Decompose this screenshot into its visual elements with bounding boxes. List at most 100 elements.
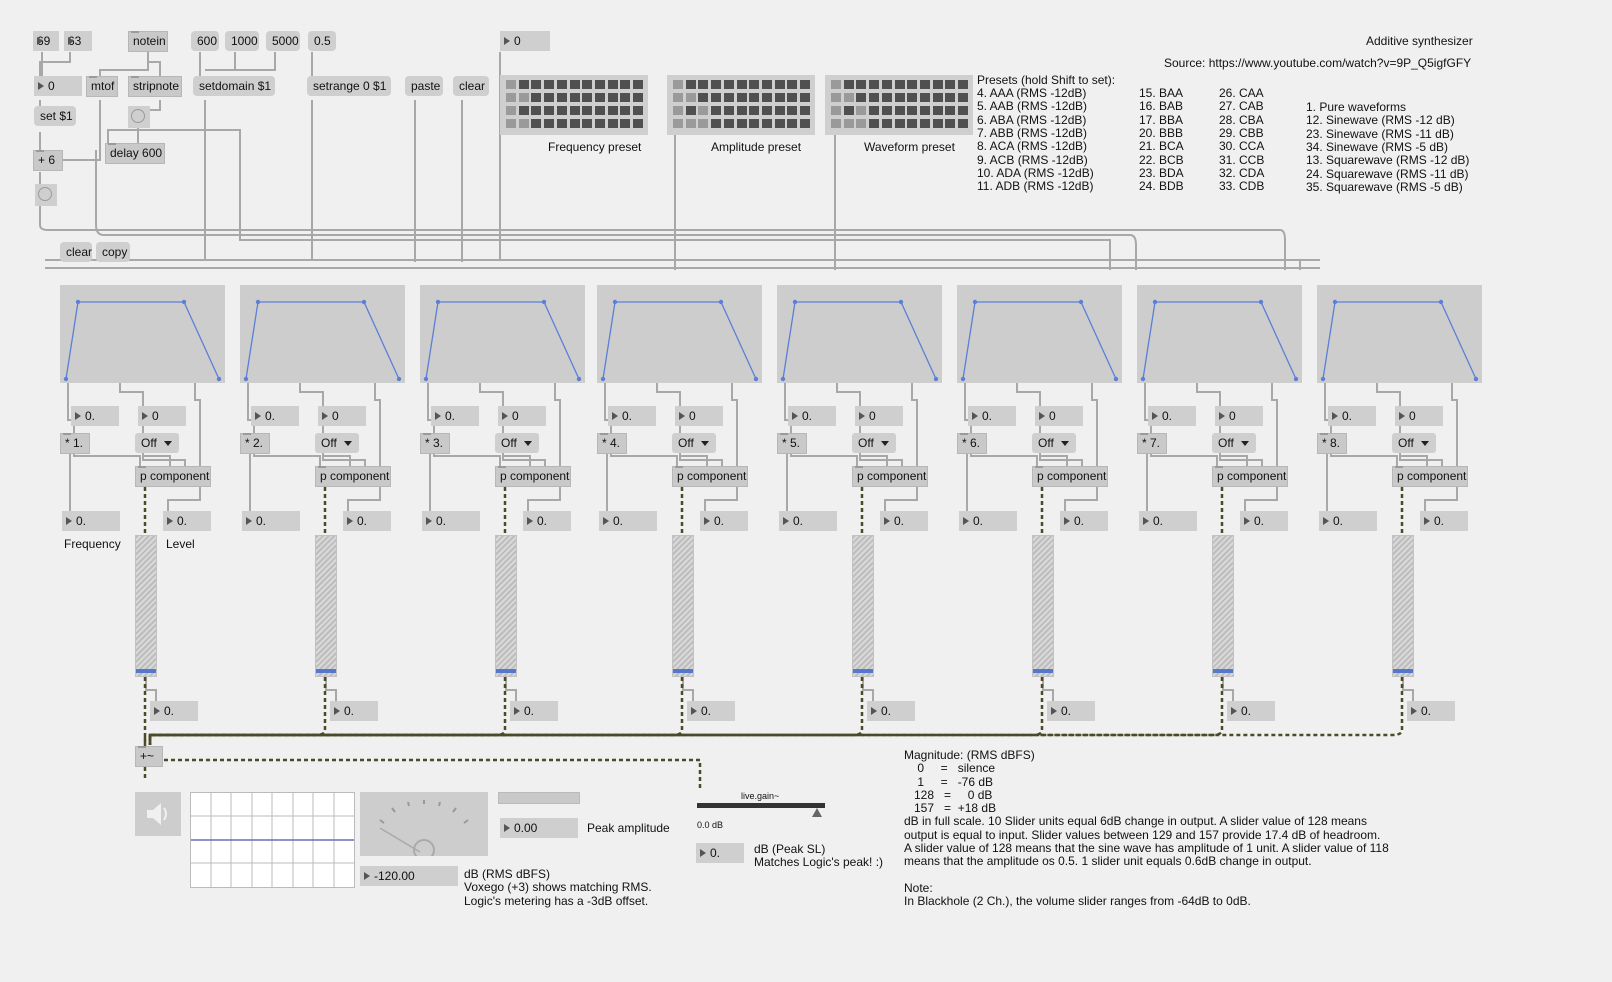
amplitude-preset-grid[interactable] [667,75,815,135]
clear-message[interactable]: clear [453,76,489,96]
preset-cell[interactable] [673,119,683,128]
preset-cell[interactable] [556,93,567,102]
preset-cell[interactable] [544,119,555,128]
preset-cell[interactable] [907,119,918,128]
envelope-function-editor[interactable] [240,285,405,383]
frequency-preset-grid[interactable] [500,75,648,135]
slider-value-number[interactable]: 0. [687,701,735,721]
preset-cell[interactable] [800,106,810,115]
preset-cell[interactable] [761,119,772,128]
frequency-output-number[interactable]: 0. [599,511,657,531]
preset-cell[interactable] [582,119,593,128]
slider-knob[interactable] [853,669,873,674]
preset-cell[interactable] [761,93,772,102]
level-output-number[interactable]: 0. [1060,511,1108,531]
midi-note-number-63[interactable]: 63 [64,31,92,51]
preset-cell[interactable] [787,93,798,102]
notein-object[interactable]: notein [128,31,168,52]
preset-cell[interactable] [843,80,854,89]
set-message[interactable]: set $1 [34,106,76,126]
preset-cell[interactable] [958,93,968,102]
preset-cell[interactable] [673,93,683,102]
amplitude-slider[interactable] [1212,535,1234,677]
level-output-number[interactable]: 0. [163,511,211,531]
preset-cell[interactable] [698,119,709,128]
preset-number[interactable]: 0 [500,31,550,51]
preset-cell[interactable] [607,93,618,102]
multiplier-object[interactable]: * 6. [957,433,987,454]
waveform-preset-grid[interactable] [825,75,973,135]
waveform-menu[interactable]: Off [315,433,359,453]
slider-value-number[interactable]: 0. [867,701,915,721]
preset-cell[interactable] [544,93,555,102]
preset-cell[interactable] [594,93,605,102]
preset-cell[interactable] [544,106,555,115]
preset-cell[interactable] [945,106,956,115]
level-output-number[interactable]: 0. [523,511,571,531]
preset-cell[interactable] [711,119,722,128]
bang-button-2[interactable] [35,184,57,206]
setdomain-message[interactable]: setdomain $1 [193,76,275,96]
preset-cell[interactable] [869,80,880,89]
preset-cell[interactable] [736,80,747,89]
slider-knob[interactable] [1213,669,1233,674]
rms-db-number[interactable]: -120.00 [360,866,458,886]
preset-cell[interactable] [843,106,854,115]
slider-knob[interactable] [1393,669,1413,674]
multiplier-object[interactable]: * 7. [1137,433,1167,454]
preset-cell[interactable] [723,93,734,102]
ratio-number-box[interactable]: 0. [71,406,119,426]
envelope-function-editor[interactable] [597,285,762,383]
preset-cell[interactable] [774,80,785,89]
waveform-number-box[interactable]: 0 [318,406,366,426]
note-number-box[interactable]: 0 [34,76,82,96]
preset-cell[interactable] [800,93,810,102]
envelope-function-editor[interactable] [60,285,225,383]
waveform-menu[interactable]: Off [1392,433,1436,453]
preset-cell[interactable] [607,119,618,128]
preset-cell[interactable] [774,93,785,102]
preset-cell[interactable] [831,93,841,102]
preset-cell[interactable] [518,93,529,102]
waveform-menu[interactable]: Off [1032,433,1076,453]
waveform-menu[interactable]: Off [672,433,716,453]
dac-button[interactable] [135,792,181,836]
waveform-menu[interactable]: Off [135,433,179,453]
preset-cell[interactable] [569,80,580,89]
bang-button[interactable] [128,106,150,128]
slider-knob[interactable] [316,669,336,674]
amplitude-slider[interactable] [315,535,337,677]
frequency-output-number[interactable]: 0. [62,511,120,531]
slider-knob[interactable] [1033,669,1053,674]
preset-cell[interactable] [894,106,905,115]
multiplier-object[interactable]: * 4. [597,433,627,454]
waveform-number-box[interactable]: 0 [498,406,546,426]
slider-value-number[interactable]: 0. [150,701,198,721]
preset-cell[interactable] [869,106,880,115]
delay-object[interactable]: delay 600 [105,143,165,164]
preset-cell[interactable] [620,93,631,102]
preset-cell[interactable] [945,119,956,128]
amplitude-slider[interactable] [672,535,694,677]
preset-cell[interactable] [518,80,529,89]
paste-message[interactable]: paste [405,76,443,96]
slider-knob[interactable] [496,669,516,674]
preset-cell[interactable] [620,119,631,128]
component-subpatcher[interactable]: p component [852,466,928,487]
preset-cell[interactable] [620,106,631,115]
preset-cell[interactable] [749,80,760,89]
frequency-output-number[interactable]: 0. [1139,511,1197,531]
slider-value-number[interactable]: 0. [330,701,378,721]
preset-cell[interactable] [685,93,696,102]
multiplier-object[interactable]: * 2. [240,433,270,454]
preset-cell[interactable] [958,119,968,128]
preset-cell[interactable] [761,106,772,115]
preset-cell[interactable] [856,80,867,89]
message-0.5[interactable]: 0.5 [308,31,336,51]
preset-cell[interactable] [907,80,918,89]
preset-cell[interactable] [607,80,618,89]
envelope-function-editor[interactable] [420,285,585,383]
preset-cell[interactable] [582,80,593,89]
ratio-number-box[interactable]: 0. [431,406,479,426]
amplitude-slider[interactable] [852,535,874,677]
